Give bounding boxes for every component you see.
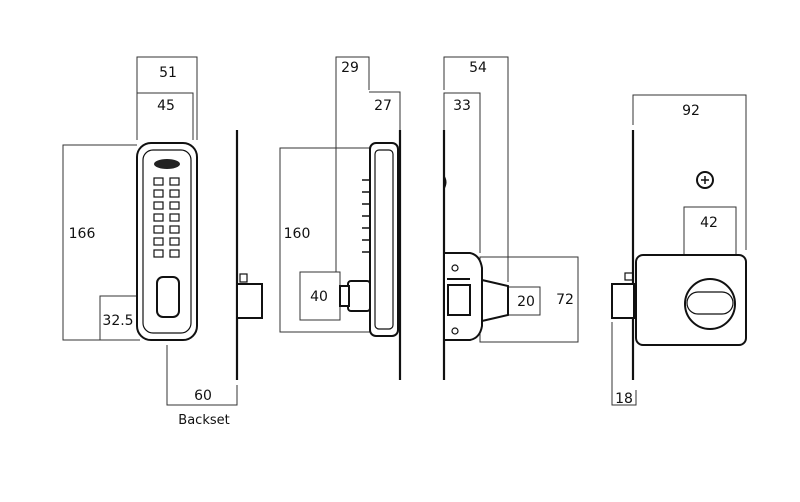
dim-line-33 — [443, 92, 481, 253]
keypad-body-inner — [374, 149, 394, 330]
dim-line-166 — [62, 144, 140, 341]
dim-line-18 — [611, 322, 637, 406]
dim-line-54 — [443, 56, 509, 282]
latch-bolt-face — [447, 284, 471, 316]
dim-label-166: 166 — [69, 226, 96, 242]
latch-bolt — [236, 283, 263, 319]
dim-label-160: 160 — [284, 226, 311, 242]
thumb-turn-knob — [684, 278, 736, 330]
dim-label-40: 40 — [310, 289, 328, 305]
spindle — [339, 285, 350, 307]
keypad-body — [136, 142, 198, 341]
backset-label: Backset — [178, 413, 229, 428]
dim-line-92 — [632, 94, 747, 250]
latch-spindle — [481, 278, 509, 323]
thumb-turn-grip — [686, 291, 734, 315]
front-keypad-view: 51 45 166 32.5 60 Backset — [62, 56, 263, 428]
dim-label-51: 51 — [159, 65, 177, 81]
side-keypad-view: 29 27 160 40 — [279, 56, 402, 380]
rim-bolt — [611, 283, 635, 319]
dim-line-29 — [335, 56, 370, 272]
dim-label-45: 45 — [157, 98, 175, 114]
screw-icon — [451, 327, 459, 335]
turn-handle — [156, 276, 180, 318]
dim-line-27 — [369, 91, 401, 130]
dim-label-33: 33 — [453, 98, 471, 114]
dim-label-72: 72 — [556, 292, 574, 308]
keypad-buttons-side — [362, 179, 370, 253]
dim-label-92: 92 — [682, 103, 700, 119]
dim-label-29: 29 — [341, 60, 359, 76]
rear-rim-view: 92 42 18 — [611, 94, 747, 407]
dim-line-45 — [137, 92, 194, 140]
dim-line-160 — [279, 147, 370, 333]
dim-label-backset: 60 — [194, 388, 212, 404]
rim-tab — [624, 272, 634, 281]
turn-handle-side — [347, 280, 371, 312]
logo-badge-icon — [154, 159, 180, 169]
dim-label-18: 18 — [615, 391, 633, 407]
latch-tab — [239, 273, 248, 283]
dim-line-42 — [683, 206, 737, 282]
dim-label-42: 42 — [700, 215, 718, 231]
keypad-inner-bezel — [142, 149, 192, 334]
dim-label-32-5: 32.5 — [102, 313, 133, 329]
dim-line-51 — [136, 56, 198, 140]
keypad-buttons — [153, 177, 180, 258]
dim-label-54: 54 — [469, 60, 487, 76]
dim-line-32-5 — [99, 295, 140, 340]
screw-icon — [451, 264, 459, 272]
door-notch — [444, 175, 447, 190]
screw-cross — [701, 176, 709, 184]
side-latch-view: 54 33 20 72 — [442, 56, 579, 380]
dim-line-backset — [166, 345, 238, 406]
dim-label-27: 27 — [374, 98, 392, 114]
dim-label-20: 20 — [517, 294, 535, 310]
keypad-body-side — [369, 142, 399, 337]
